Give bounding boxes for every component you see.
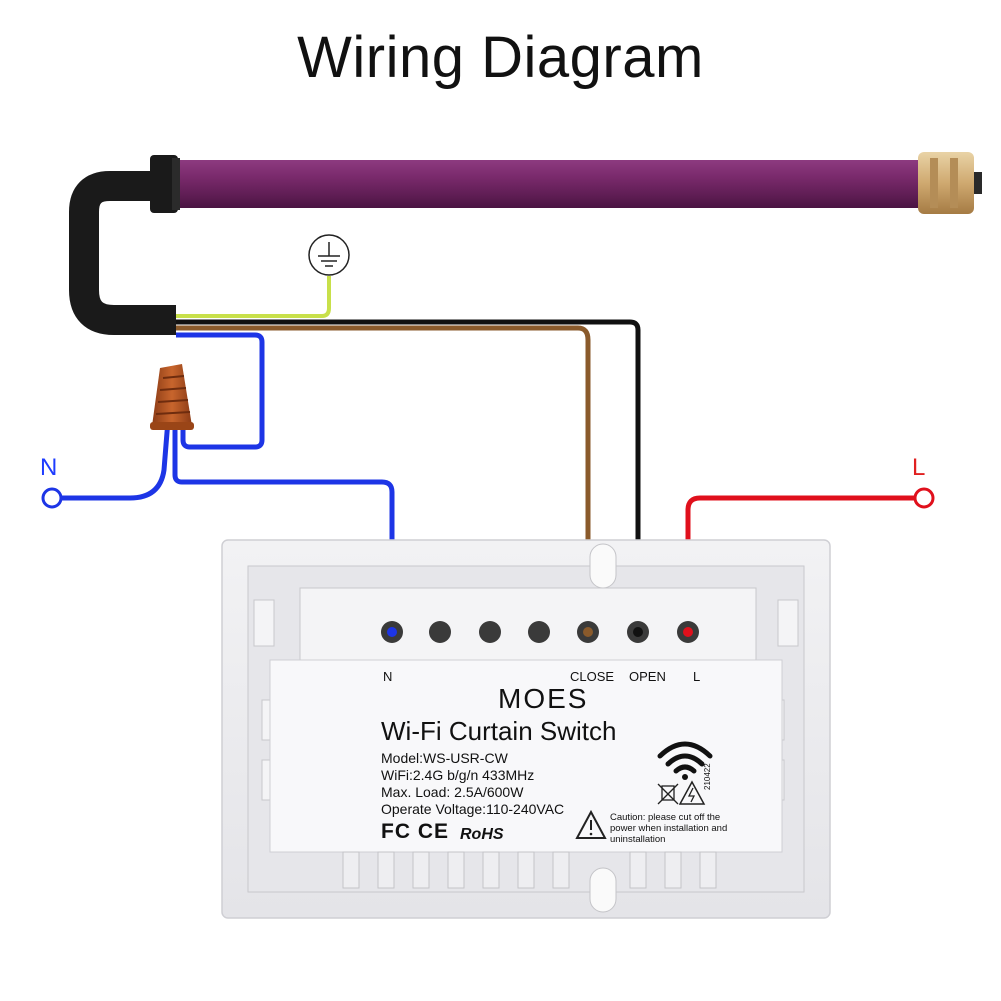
caution-warning-icon bbox=[575, 809, 607, 839]
earth-icon bbox=[308, 234, 350, 276]
diagram-title: Wiring Diagram bbox=[297, 25, 704, 90]
neutral-supply-wire bbox=[62, 419, 171, 501]
terminal-screw-unused bbox=[479, 621, 501, 643]
spec-max-load: Max. Load: 2.5A/600W bbox=[381, 784, 524, 800]
terminal-screw-unused bbox=[528, 621, 550, 643]
product-name: Wi-Fi Curtain Switch bbox=[381, 716, 617, 746]
certification-marks: FC CE bbox=[381, 820, 449, 843]
spec-voltage: Operate Voltage:110-240VAC bbox=[381, 801, 565, 817]
tubular-motor bbox=[150, 152, 982, 214]
live-terminal-icon bbox=[913, 487, 935, 509]
live-wire bbox=[685, 495, 914, 632]
weee-bin-icon bbox=[657, 783, 679, 805]
neutral-terminal-icon bbox=[41, 487, 63, 509]
motor-cable bbox=[69, 171, 176, 335]
open-wire bbox=[176, 319, 641, 632]
brand-logo: MOES bbox=[498, 683, 589, 714]
terminal-screw-unused bbox=[429, 621, 451, 643]
rohs-mark: RoHS bbox=[460, 826, 504, 843]
motor-end-crown bbox=[918, 152, 982, 214]
terminal-label-close: CLOSE bbox=[570, 669, 615, 684]
switch-neutral-wire bbox=[172, 420, 395, 632]
spec-model: Model:WS-USR-CW bbox=[381, 750, 508, 766]
wire-connector bbox=[150, 364, 194, 430]
terminal-label-l: L bbox=[693, 669, 701, 684]
batch-code: 210422 bbox=[703, 763, 712, 790]
earth-wire bbox=[176, 276, 331, 318]
shock-warning-icon bbox=[678, 780, 706, 805]
motor-tube bbox=[170, 160, 930, 208]
wifi-icon bbox=[657, 741, 713, 780]
spec-wifi: WiFi:2.4G b/g/n 433MHz bbox=[381, 767, 535, 783]
neutral-label: N bbox=[40, 454, 58, 481]
terminal-label-open: OPEN bbox=[629, 669, 666, 684]
close-wire bbox=[176, 325, 591, 632]
caution-text: Caution: please cut off the power when i… bbox=[610, 812, 728, 845]
motor-neutral-wire bbox=[176, 332, 265, 450]
live-label: L bbox=[912, 454, 926, 481]
terminal-label-n: N bbox=[383, 669, 393, 684]
